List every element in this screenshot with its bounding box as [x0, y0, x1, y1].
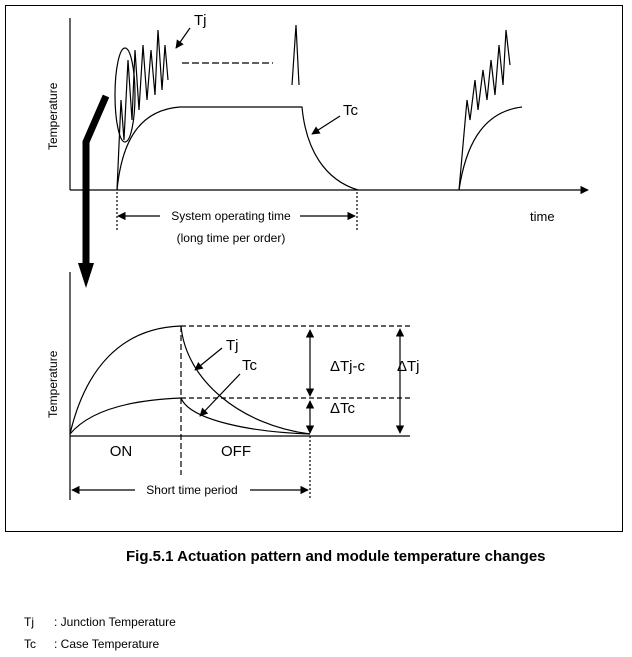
- delta-tjc-label: ΔTj-c: [330, 358, 366, 375]
- diagram-canvas: Temperature Tj Tc time System operating …: [46, 12, 589, 500]
- top-tj-zigzag: [116, 29, 169, 191]
- delta-tc-label: ΔTc: [330, 400, 356, 417]
- bottom-y-label: Temperature: [46, 350, 60, 418]
- top-chart: [69, 18, 589, 232]
- on-label: ON: [110, 443, 133, 460]
- figure-frame: [5, 5, 623, 532]
- top-x-label: time: [530, 209, 555, 224]
- legend-symbol: Tj: [24, 615, 34, 629]
- figure-caption: Fig.5.1 Actuation pattern and module tem…: [126, 548, 546, 565]
- top-tj-label: Tj: [194, 12, 207, 29]
- off-label: OFF: [221, 443, 251, 460]
- legend-symbol: Tc: [24, 637, 36, 651]
- bottom-tj-pointer: [194, 347, 223, 371]
- top-highlight-ellipse: [114, 47, 136, 143]
- legend-item-tc: Tc : Case Temperature: [24, 637, 159, 651]
- bottom-tc-label: Tc: [242, 357, 258, 374]
- top-tj-spike: [291, 24, 300, 86]
- bottom-tc-pointer: [199, 373, 241, 417]
- bottom-chart: [69, 272, 410, 500]
- legend-desc: : Case Temperature: [54, 637, 160, 651]
- top-tc-label: Tc: [343, 102, 359, 119]
- top-tj-zigzag-2: [458, 29, 511, 191]
- zoom-arrow: [78, 94, 110, 288]
- delta-tj-label: ΔTj: [397, 358, 420, 375]
- top-tj-pointer: [175, 27, 191, 49]
- top-tc-curve-2: [458, 106, 523, 191]
- legend-desc: : Junction Temperature: [54, 615, 176, 629]
- bottom-tc-curve: [69, 397, 311, 435]
- top-span-label-2: (long time per order): [177, 231, 286, 245]
- top-tc-pointer: [311, 115, 341, 135]
- top-tc-curve: [116, 106, 359, 191]
- bottom-tj-curve: [69, 325, 311, 435]
- bottom-tj-label: Tj: [226, 337, 239, 354]
- period-label: Short time period: [146, 483, 237, 497]
- top-y-label: Temperature: [46, 82, 60, 150]
- top-span-label-1: System operating time: [171, 209, 291, 223]
- legend-item-tj: Tj : Junction Temperature: [24, 615, 176, 629]
